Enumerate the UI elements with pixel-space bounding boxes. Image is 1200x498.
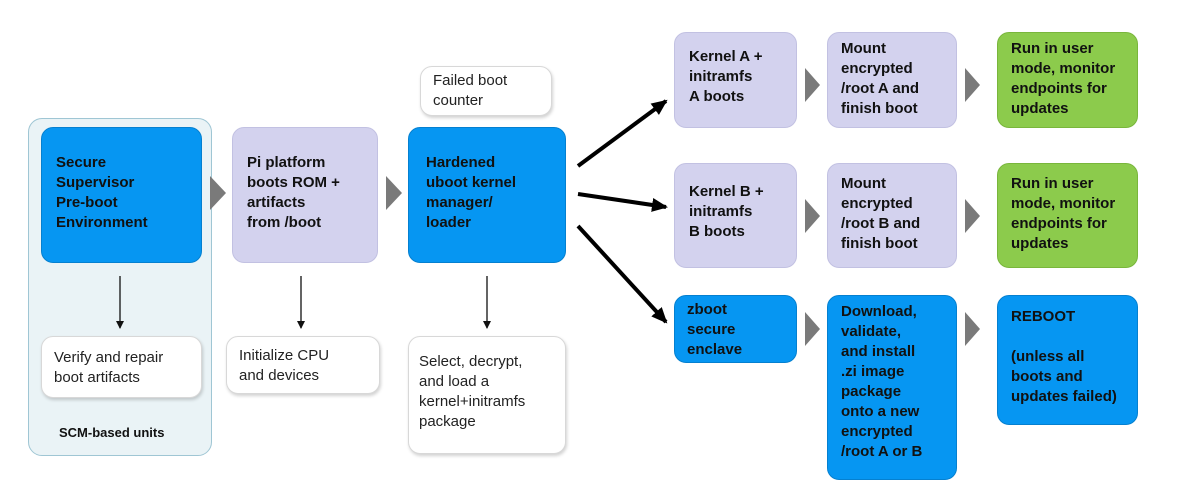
- reboot-box: REBOOT (unless all boots and updates fai…: [997, 295, 1138, 425]
- uboot-manager-box: Hardened uboot kernel manager/ loader: [408, 127, 566, 263]
- reboot-subtitle: (unless all boots and updates failed): [1011, 348, 1117, 405]
- pi-platform-label: Pi platform boots ROM + artifacts from /…: [247, 154, 340, 231]
- arrow-uboot-kernel-b: [577, 192, 668, 212]
- chevron-4: [965, 68, 980, 102]
- run-b-label: Run in user mode, monitor endpoints for …: [1011, 175, 1116, 252]
- select-decrypt-box: Select, decrypt, and load a kernel+initr…: [408, 336, 566, 454]
- secure-supervisor-label: Secure Supervisor Pre-boot Environment: [56, 154, 148, 231]
- mount-b-label: Mount encrypted /root B and finish boot: [841, 175, 921, 252]
- download-box: Download, validate, and install .zi imag…: [827, 295, 957, 480]
- verify-repair-label: Verify and repair boot artifacts: [54, 349, 164, 386]
- run-b-box: Run in user mode, monitor endpoints for …: [997, 163, 1138, 268]
- arrow-uboot-kernel-a: [576, 99, 668, 168]
- failed-counter-box: Failed boot counter: [420, 66, 552, 116]
- mount-a-label: Mount encrypted /root A and finish boot: [841, 40, 920, 117]
- kernel-b-box: Kernel B + initramfs B boots: [674, 163, 797, 268]
- scm-units-label: SCM-based units: [59, 425, 165, 440]
- chevron-1: [210, 176, 226, 210]
- failed-counter-label: Failed boot counter: [433, 72, 508, 109]
- kernel-b-label: Kernel B + initramfs B boots: [689, 183, 764, 240]
- secure-supervisor-box: Secure Supervisor Pre-boot Environment: [41, 127, 202, 263]
- chevron-7: [805, 312, 820, 346]
- kernel-a-label: Kernel A + initramfs A boots: [689, 48, 763, 105]
- arrow-uboot-zboot: [576, 224, 668, 324]
- zboot-box: zboot secure enclave: [674, 295, 797, 363]
- init-cpu-box: Initialize CPU and devices: [226, 336, 380, 394]
- mount-a-box: Mount encrypted /root A and finish boot: [827, 32, 957, 128]
- chevron-8: [965, 312, 980, 346]
- chevron-3: [805, 68, 820, 102]
- select-decrypt-label: Select, decrypt, and load a kernel+initr…: [419, 353, 526, 430]
- mount-b-box: Mount encrypted /root B and finish boot: [827, 163, 957, 268]
- reboot-title: REBOOT: [1011, 308, 1076, 325]
- zboot-label: zboot secure enclave: [687, 301, 743, 358]
- run-a-label: Run in user mode, monitor endpoints for …: [1011, 40, 1116, 117]
- init-cpu-label: Initialize CPU and devices: [239, 347, 330, 384]
- pi-platform-box: Pi platform boots ROM + artifacts from /…: [232, 127, 378, 263]
- chevron-6: [965, 199, 980, 233]
- chevron-5: [805, 199, 820, 233]
- download-label: Download, validate, and install .zi imag…: [841, 303, 923, 460]
- uboot-manager-label: Hardened uboot kernel manager/ loader: [426, 154, 517, 231]
- chevron-2: [386, 176, 402, 210]
- run-a-box: Run in user mode, monitor endpoints for …: [997, 32, 1138, 128]
- kernel-a-box: Kernel A + initramfs A boots: [674, 32, 797, 128]
- verify-repair-box: Verify and repair boot artifacts: [41, 336, 202, 398]
